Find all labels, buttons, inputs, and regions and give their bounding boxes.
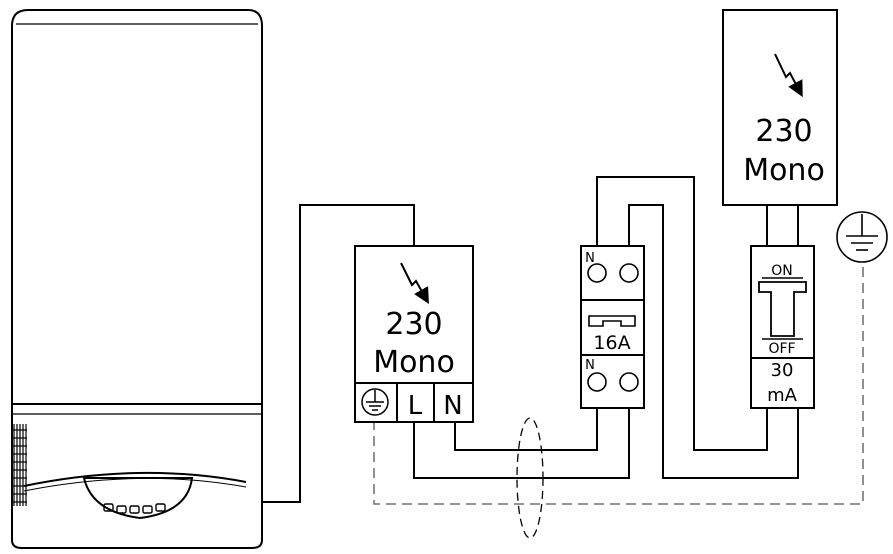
earth-terminal-icon (361, 388, 389, 416)
supply-phase: Mono (743, 153, 825, 188)
wire-neutral-socket-to-breaker (454, 408, 598, 451)
wire-live-socket-to-breaker (413, 408, 630, 479)
earth-ground-icon (836, 211, 888, 263)
breaker-terminal (619, 263, 639, 283)
breaker-rating: 16A (593, 332, 630, 354)
rcd-off-label: OFF (768, 341, 795, 357)
breaker-switch-icon (588, 315, 636, 327)
supply-voltage: 230 (755, 114, 812, 149)
supply-lightning-icon (774, 53, 803, 98)
breaker-terminal (619, 372, 639, 392)
earth-wire-dashed (373, 262, 864, 505)
control-panel (82, 477, 194, 520)
breaker-top-n-label: N (585, 251, 595, 266)
socket-box: 230 Mono L N (354, 245, 474, 423)
socket-lightning-icon (400, 262, 429, 304)
water-heater (11, 9, 263, 549)
rcd-switch: ON OFF 30 mA (750, 245, 815, 409)
wires (262, 176, 799, 503)
control-buttons (103, 503, 166, 514)
rcd-sensitivity-unit: mA (767, 385, 798, 406)
rcd-on-label: ON (771, 263, 793, 279)
circuit-breaker: N 16A N (580, 245, 645, 409)
water-heater-body (11, 9, 263, 549)
wire-breaker-to-rcd-outer (596, 176, 768, 451)
appliance-supply-cable (262, 204, 415, 503)
breaker-terminal (587, 263, 607, 283)
rcd-lever-icon (758, 281, 807, 337)
breaker-terminal (587, 372, 607, 392)
socket-terminal-n: N (443, 391, 462, 421)
front-cover-arc (23, 471, 247, 487)
wire-breaker-to-rcd-inner (628, 204, 799, 479)
cable-bundle-marker (516, 417, 544, 539)
vent-grill (13, 424, 27, 506)
mains-supply-box: 230 Mono (722, 9, 838, 206)
rcd-sensitivity-value: 30 (771, 360, 794, 381)
socket-voltage: 230 (385, 307, 442, 342)
socket-phase: Mono (373, 345, 455, 380)
socket-terminal-l: L (408, 391, 423, 421)
breaker-bottom-n-label: N (585, 358, 595, 373)
